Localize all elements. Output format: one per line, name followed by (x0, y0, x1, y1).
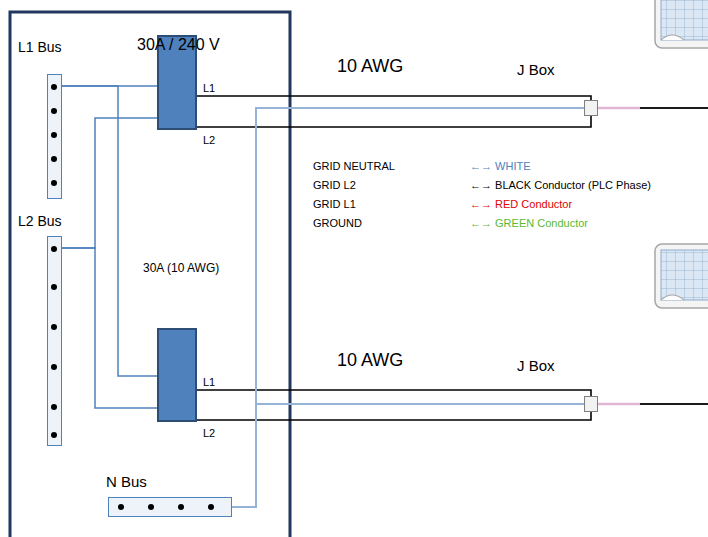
node-label: N Bus (106, 473, 147, 490)
node-label: L1 (203, 376, 215, 389)
wire (232, 404, 584, 507)
node-label: J Box (517, 61, 555, 78)
wire-color: ←→ WHITE (470, 160, 531, 173)
grid-conductor: GRID L1 (313, 198, 356, 211)
module-cable (598, 404, 708, 405)
wire-color: ←→ GREEN Conductor (470, 217, 588, 230)
wire (197, 96, 591, 100)
bus-terminal (51, 84, 57, 90)
wire (62, 248, 157, 408)
junction-box: J Box (584, 100, 598, 116)
bus-terminal (51, 324, 57, 330)
node-label: L1 Bus (18, 39, 62, 55)
wire-size: 10 AWG (337, 56, 403, 77)
wire-size: 10 AWG (337, 350, 403, 371)
bus-terminal (148, 504, 154, 510)
solar-module (655, 244, 708, 308)
breaker-rating: 30A / 240 V (137, 36, 220, 54)
bus-terminal (51, 284, 57, 290)
node-label: L2 (203, 134, 215, 147)
node-label: J Box (517, 357, 555, 374)
node-label: L2 (203, 427, 215, 440)
wire-rating: 30A (10 AWG) (143, 262, 219, 276)
wire (62, 118, 157, 248)
circuit-breaker: L1L2 (157, 328, 197, 422)
bus-terminal (118, 504, 124, 510)
node-label: L1 (203, 82, 215, 95)
node-label: L2 Bus (18, 213, 62, 229)
bus-terminal (51, 180, 57, 186)
junction-box: J Box (584, 396, 598, 412)
panel-enclosure (10, 12, 290, 537)
bus-terminal (51, 156, 57, 162)
grid-conductor: GROUND (313, 217, 362, 230)
wire-color: ←→ RED Conductor (470, 198, 572, 211)
bus-bar: L1 Bus (47, 74, 62, 199)
module-cable (598, 108, 708, 109)
bus-terminal (178, 504, 184, 510)
bus-terminal (51, 246, 57, 252)
grid-conductor: GRID L2 (313, 179, 356, 192)
solar-module (655, 0, 708, 48)
bus-bar: L2 Bus (47, 236, 62, 446)
wire (232, 108, 584, 507)
wire-color: ←→ BLACK Conductor (PLC Phase) (470, 179, 651, 192)
bus-terminal (51, 108, 57, 114)
bus-terminal (208, 504, 214, 510)
wire (62, 86, 157, 376)
neutral-bus: N Bus (108, 497, 232, 517)
bus-terminal (51, 404, 57, 410)
bus-terminal (51, 432, 57, 438)
bus-terminal (51, 364, 57, 370)
bus-terminal (51, 132, 57, 138)
grid-conductor: GRID NEUTRAL (313, 160, 395, 173)
